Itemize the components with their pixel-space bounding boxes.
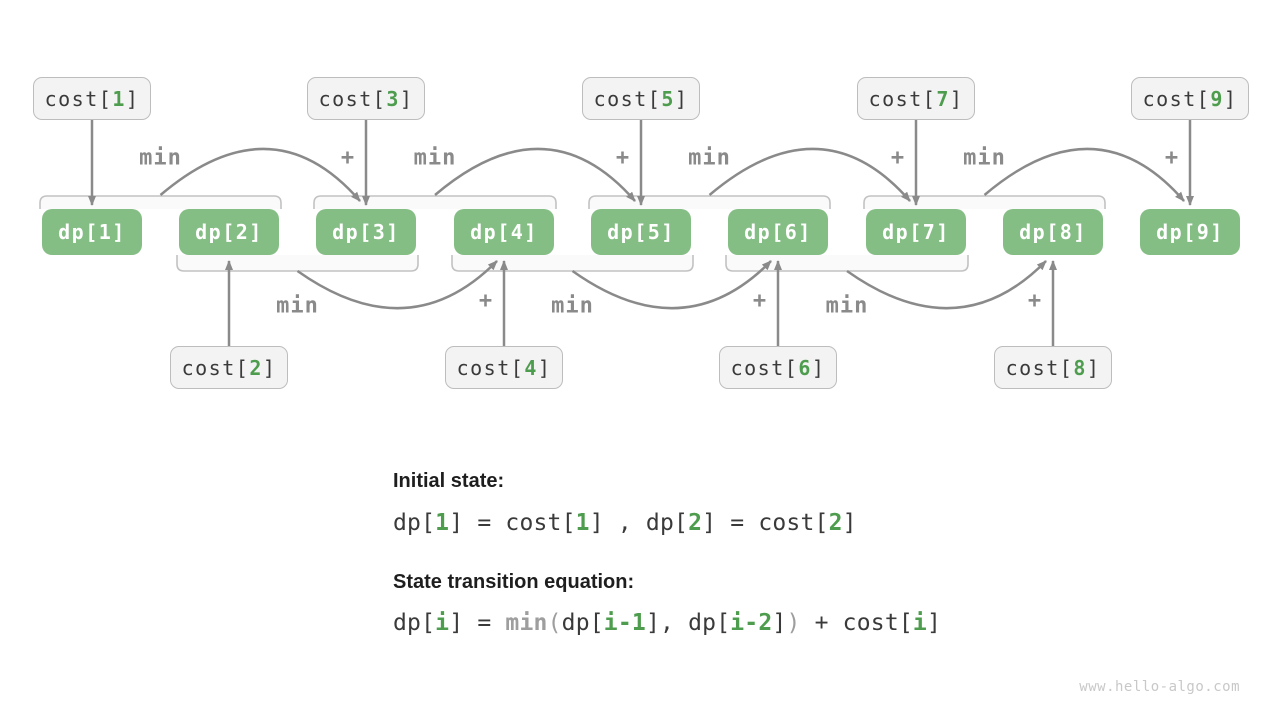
cost-prefix: cost[ — [730, 355, 799, 380]
cost-index: 7 — [936, 86, 950, 111]
cost-index: 8 — [1073, 355, 1087, 380]
equation-segment: 1 — [435, 510, 450, 536]
cost-prefix: cost[ — [318, 86, 387, 111]
cost-index: 3 — [386, 86, 400, 111]
equation-segment: ] = — [449, 610, 506, 636]
cost-box-8: cost[8] — [994, 346, 1112, 389]
min-bracket-bottom — [176, 255, 419, 272]
plus-label: + — [478, 288, 494, 314]
cost-index: 5 — [661, 86, 675, 111]
min-label: min — [825, 293, 869, 319]
cost-prefix: cost[ — [593, 86, 662, 111]
cost-prefix: cost[ — [44, 86, 113, 111]
equation-segment: ] , dp[ — [589, 510, 689, 536]
equation-segment: 2 — [688, 510, 703, 536]
equation-segment: 1 — [575, 510, 590, 536]
cost-index: 4 — [524, 355, 538, 380]
cost-index: 9 — [1210, 86, 1224, 111]
equation-segment: ] = cost[ — [702, 510, 829, 536]
min-bracket-top — [588, 195, 831, 209]
min-label: min — [963, 145, 1006, 171]
initial-state-heading: Initial state: — [393, 470, 505, 492]
initial-state-equation: dp[1] = cost[1] , dp[2] = cost[2] — [393, 510, 857, 536]
equation-segment: ], dp[ — [645, 610, 731, 636]
plus-label: + — [1027, 288, 1043, 314]
cost-suffix: ] — [674, 86, 689, 111]
dp-box-6: dp[6] — [728, 209, 828, 255]
cost-suffix: ] — [399, 86, 414, 111]
cost-suffix: ] — [811, 355, 826, 380]
transition-equation: dp[i] = min(dp[i-1], dp[i-2]) + cost[i] — [393, 610, 941, 636]
min-label: min — [276, 293, 319, 319]
min-label: min — [139, 145, 182, 171]
dp-box-3: dp[3] — [316, 209, 416, 255]
cost-box-9: cost[9] — [1131, 77, 1249, 120]
equation-segment: ] — [772, 610, 787, 636]
equation-segment: 2 — [828, 510, 843, 536]
cost-prefix: cost[ — [868, 86, 937, 111]
cost-prefix: cost[ — [1005, 355, 1074, 380]
cost-prefix: cost[ — [1142, 86, 1211, 111]
transition-heading: State transition equation: — [393, 571, 635, 593]
dp-box-9: dp[9] — [1140, 209, 1240, 255]
equation-segment: min — [505, 610, 548, 636]
cost-box-5: cost[5] — [582, 77, 700, 120]
equation-segment: i-2 — [730, 610, 773, 636]
min-bracket-top — [39, 195, 282, 209]
cost-box-7: cost[7] — [857, 77, 975, 120]
plus-label: + — [890, 145, 906, 171]
cost-index: 6 — [798, 355, 812, 380]
min-bracket-bottom — [451, 255, 694, 272]
dp-box-8: dp[8] — [1003, 209, 1103, 255]
cost-box-3: cost[3] — [307, 77, 425, 120]
cost-suffix: ] — [949, 86, 964, 111]
cost-box-2: cost[2] — [170, 346, 288, 389]
equation-segment: ] — [842, 510, 857, 536]
equation-segment: i-1 — [603, 610, 646, 636]
cost-suffix: ] — [125, 86, 140, 111]
equation-segment: i — [435, 610, 450, 636]
equation-segment: dp[ — [561, 610, 604, 636]
equation-segment: i — [912, 610, 927, 636]
min-bracket-top — [313, 195, 557, 209]
cost-suffix: ] — [262, 355, 277, 380]
watermark: www.hello-algo.com — [1079, 679, 1240, 695]
equation-segment: ] = cost[ — [449, 510, 576, 536]
plus-label: + — [752, 288, 768, 314]
cost-box-4: cost[4] — [445, 346, 563, 389]
dp-box-7: dp[7] — [866, 209, 966, 255]
min-label: min — [413, 145, 457, 171]
cost-suffix: ] — [537, 355, 552, 380]
dp-box-4: dp[4] — [454, 209, 554, 255]
min-label: min — [551, 293, 594, 319]
cost-prefix: cost[ — [181, 355, 250, 380]
equation-segment: dp[ — [393, 510, 436, 536]
cost-box-1: cost[1] — [33, 77, 151, 120]
equation-segment: ( — [547, 610, 562, 636]
min-label: min — [688, 145, 731, 171]
cost-suffix: ] — [1223, 86, 1238, 111]
cost-index: 2 — [249, 355, 263, 380]
cost-index: 1 — [112, 86, 126, 111]
equation-segment: + cost[ — [800, 610, 913, 636]
equation-segment: ) — [786, 610, 801, 636]
dp-box-2: dp[2] — [179, 209, 279, 255]
dp-box-1: dp[1] — [42, 209, 142, 255]
plus-label: + — [340, 145, 356, 171]
cost-suffix: ] — [1086, 355, 1101, 380]
equation-segment: ] — [926, 610, 942, 636]
plus-label: + — [615, 145, 631, 171]
plus-label: + — [1164, 145, 1180, 171]
min-bracket-top — [863, 195, 1106, 209]
cost-box-6: cost[6] — [719, 346, 837, 389]
equation-segment: dp[ — [393, 610, 436, 636]
cost-prefix: cost[ — [456, 355, 525, 380]
dp-box-5: dp[5] — [591, 209, 691, 255]
min-bracket-bottom — [725, 255, 969, 272]
